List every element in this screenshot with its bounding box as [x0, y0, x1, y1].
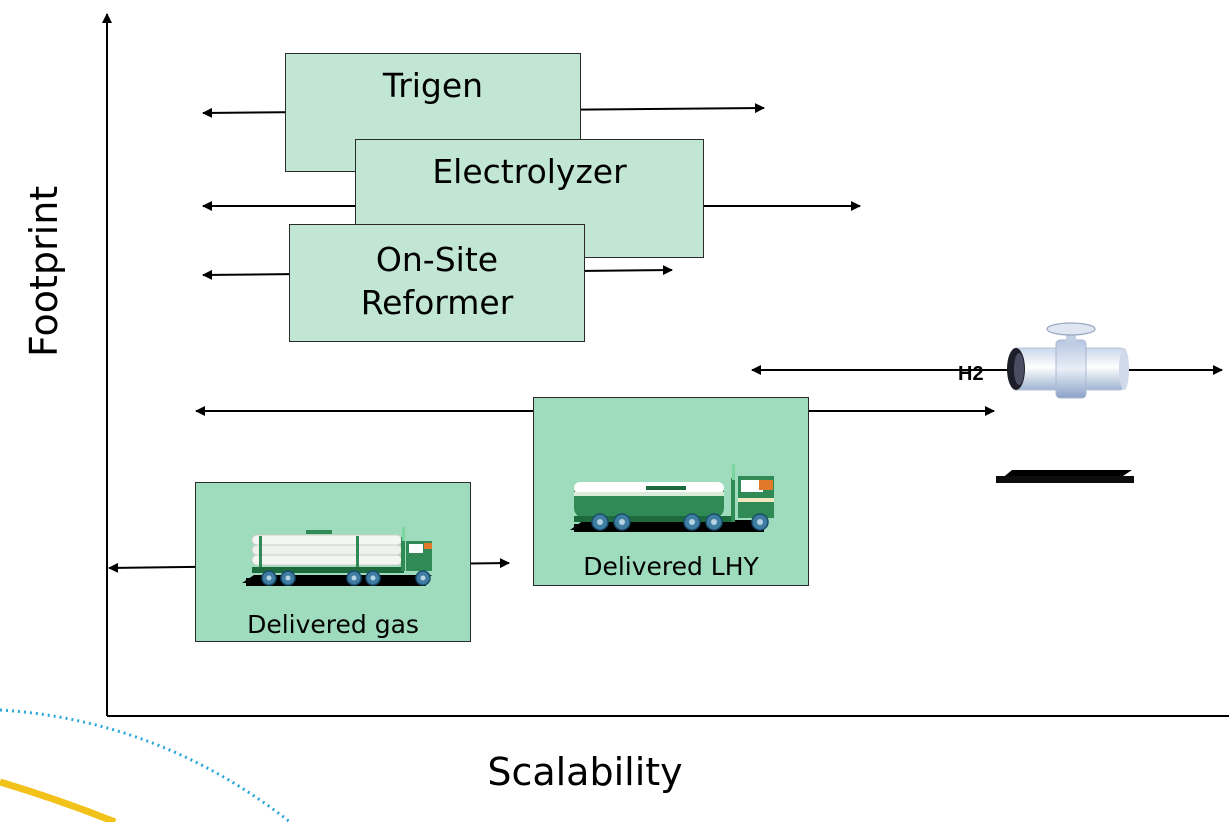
delivered-gas-box: Delivered gas [195, 482, 471, 642]
pipeline-h2-label: H2 [958, 363, 984, 385]
trigen-label: Trigen [382, 66, 484, 105]
decor-dotted-curve [0, 708, 291, 822]
delivered-lhy-label: Delivered LHY [583, 552, 759, 581]
decor-yellow-curve [0, 778, 117, 822]
gas-tube-trailer-truck-icon [242, 527, 432, 586]
delivered-gas-label: Delivered gas [247, 610, 419, 639]
electrolyzer-box: Electrolyzer [355, 139, 704, 258]
onsite-reformer-label: On-Site Reformer [360, 240, 514, 322]
electrolyzer-label: Electrolyzer [432, 152, 627, 191]
pipeline-valve-icon [996, 322, 1134, 483]
delivered-lhy-box: Delivered LHY [533, 397, 809, 586]
y-axis-label: Footprint [22, 185, 66, 357]
onsite-reformer-box: On-Site Reformer [289, 224, 585, 342]
liquid-hydrogen-tanker-truck-icon [570, 464, 774, 532]
x-axis-label: Scalability [487, 750, 683, 794]
